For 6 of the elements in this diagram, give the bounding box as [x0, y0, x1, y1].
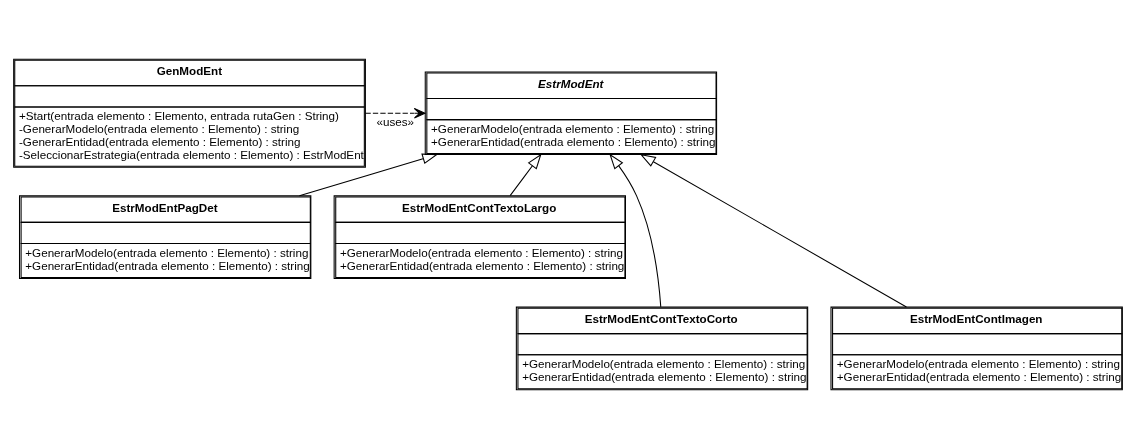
arrow — [509, 152, 542, 196]
arrow — [639, 153, 907, 308]
arrow — [298, 152, 439, 196]
arrow — [364, 107, 426, 119]
edge-label: «uses» — [376, 114, 415, 128]
arrow — [609, 152, 662, 307]
